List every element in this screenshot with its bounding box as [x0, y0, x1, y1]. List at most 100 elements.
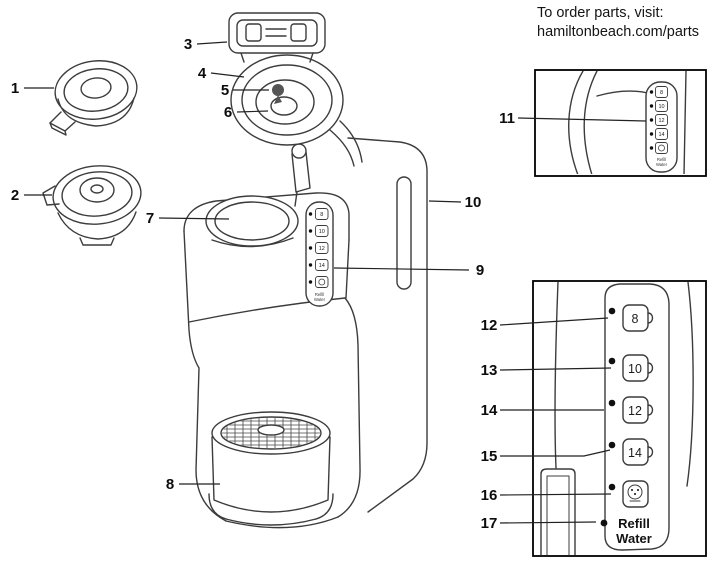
callout-14-label: 14 — [481, 402, 498, 419]
callout-12: 12 — [481, 317, 609, 334]
callout-7-label: 7 — [146, 210, 154, 227]
strip-button-10: 10 — [308, 225, 329, 237]
order-parts-url: hamiltonbeach.com/parts — [537, 24, 699, 40]
callout-4: 4 — [198, 65, 245, 82]
led-indicator-14 — [608, 441, 616, 449]
cup-size-button-14: 14 — [608, 438, 654, 466]
brew-button — [608, 480, 649, 508]
control-panel-strip: 8 10 12 14 Refill Wa — [305, 201, 334, 307]
strip-button-8-label: 8 — [320, 212, 323, 218]
callout-16: 16 — [481, 487, 612, 504]
cup-size-button-10: 10 — [608, 354, 654, 382]
callout-1-label: 1 — [11, 80, 19, 97]
cup-size-button-12-label: 12 — [628, 404, 642, 418]
pod-icon — [658, 144, 665, 152]
callout-11: 11 — [499, 110, 647, 127]
lid-assembly — [228, 12, 363, 167]
cup-size-button-14-label: 14 — [628, 446, 642, 460]
lid-outer-ring — [230, 54, 344, 146]
lid-inner-ring — [255, 79, 315, 125]
callout-10-leader — [428, 200, 462, 203]
water-window — [396, 176, 412, 290]
cup-size-button-10-label: 10 — [628, 362, 642, 376]
inset-control-panel-detail: 8 10 12 14 — [532, 280, 707, 557]
callout-15: 15 — [481, 448, 611, 465]
callout-11-leader — [517, 117, 647, 122]
refill-label-line2: Water — [616, 531, 652, 546]
refill-label-line1: Refill — [618, 516, 650, 531]
inset1-button-12-label: 12 — [658, 118, 664, 124]
inset-top-detail: 8 10 12 14 Refill Water — [534, 69, 707, 177]
lid-handle — [228, 12, 326, 63]
callout-16-leader — [499, 493, 612, 496]
order-parts-note: To order parts, visit: hamiltonbeach.com… — [537, 5, 699, 40]
part-brew-basket — [49, 60, 138, 136]
callout-6-label: 6 — [224, 104, 232, 121]
callout-8-label: 8 — [166, 476, 174, 493]
callout-1: 1 — [11, 80, 54, 97]
strip-button-12: 12 — [308, 242, 329, 254]
callout-16-label: 16 — [481, 487, 498, 504]
callout-4-label: 4 — [198, 65, 207, 82]
cup-size-button-8-label: 8 — [632, 312, 639, 326]
callout-9-label: 9 — [476, 262, 484, 279]
led-indicator-12 — [608, 399, 616, 407]
callout-9-leader — [333, 267, 470, 271]
callout-12-leader — [499, 317, 609, 326]
led-indicator-10 — [608, 357, 616, 365]
callout-10-label: 10 — [465, 194, 482, 211]
callout-9: 9 — [333, 262, 484, 279]
callout-17: 17 — [481, 515, 597, 532]
callout-6: 6 — [224, 104, 269, 121]
water-reservoir — [347, 137, 428, 513]
drip-tray — [208, 411, 334, 526]
strip-button-10-label: 10 — [319, 229, 325, 235]
callout-15-leader — [500, 449, 611, 457]
inset1-refill-label-2: Water — [656, 162, 668, 167]
callout-11-label: 11 — [499, 110, 515, 127]
coffee-maker-drawing: 8 10 12 14 Refill Wa — [183, 12, 428, 529]
callout-5-label: 5 — [221, 82, 229, 99]
inset1-button-14-label: 14 — [658, 132, 664, 138]
latch-lever — [291, 143, 311, 207]
callout-17-leader — [499, 521, 597, 524]
callout-5: 5 — [221, 82, 269, 99]
callout-2-label: 2 — [11, 187, 19, 204]
order-parts-text: To order parts, visit: — [537, 5, 664, 21]
callout-13-leader — [499, 367, 612, 371]
callout-15-label: 15 — [481, 448, 498, 465]
callout-2: 2 — [11, 187, 52, 204]
callout-3: 3 — [184, 36, 228, 53]
led-indicator-refill — [600, 519, 608, 527]
inset1-refill-label-1: Refill — [657, 157, 666, 162]
callout-3-leader — [196, 41, 228, 45]
strip-button-14-label: 14 — [319, 263, 325, 269]
callout-7: 7 — [146, 210, 230, 227]
pod-icon — [318, 278, 326, 286]
strip-brew-button — [308, 276, 329, 288]
cup-size-button-12: 12 — [608, 396, 654, 424]
callout-13-label: 13 — [481, 362, 498, 379]
callout-17-label: 17 — [481, 515, 498, 532]
strip-button-12-label: 12 — [319, 246, 325, 252]
inset1-control-strip: 8 10 12 14 Refill Water — [645, 81, 678, 173]
inset2-water-window — [540, 468, 576, 555]
inset1-button-10-label: 10 — [658, 104, 664, 110]
part-basket-holder — [42, 165, 142, 246]
led-indicator-brew — [608, 483, 616, 491]
callout-4-leader — [210, 72, 245, 78]
inset1-button-8-label: 8 — [660, 90, 663, 96]
strip-button-14: 14 — [308, 259, 329, 271]
led-indicator-8 — [608, 307, 616, 315]
callout-3-label: 3 — [184, 36, 192, 53]
refill-water-indicator: Refill Water — [600, 516, 652, 546]
cup-size-button-8: 8 — [608, 304, 654, 332]
lid-seal-ring — [241, 64, 333, 136]
callout-8: 8 — [166, 476, 220, 493]
callout-12-label: 12 — [481, 317, 498, 334]
strip-button-8: 8 — [308, 208, 329, 220]
callout-13: 13 — [481, 362, 612, 379]
callouts: 1 2 3 4 5 6 7 8 — [11, 36, 647, 532]
